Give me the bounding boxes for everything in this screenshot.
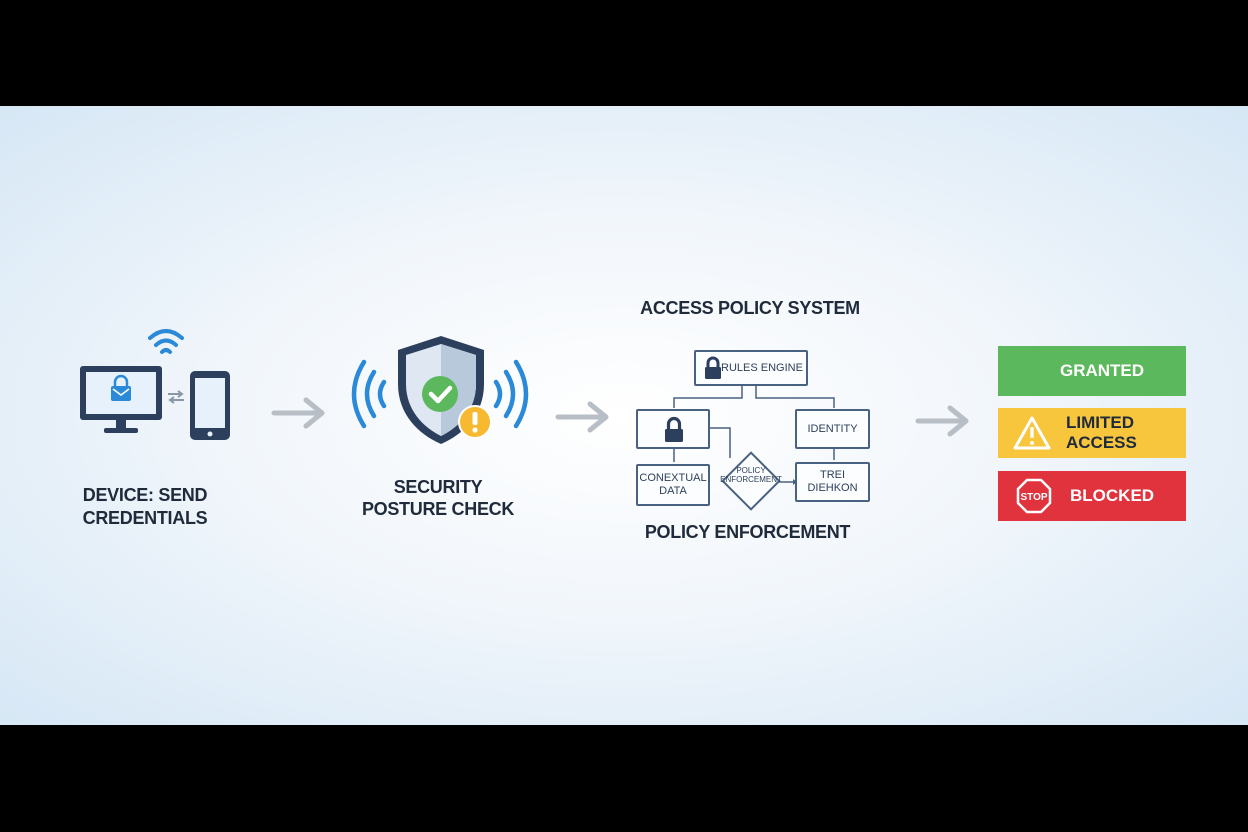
lock-icon [705, 356, 721, 379]
security-label-line1: SECURITY [393, 477, 483, 497]
blocked-label: BLOCKED [1070, 486, 1155, 505]
phone-icon [190, 371, 230, 440]
rules-engine-box: RULES ENGINE [694, 350, 808, 386]
rules-engine-label: RULES ENGINE [721, 361, 803, 374]
lock-icon [665, 416, 683, 442]
tre-box: TREI DIEHKON [795, 462, 870, 502]
system-title: ACCESS POLICY SYSTEM [640, 298, 860, 318]
warning-triangle-icon [1013, 416, 1051, 450]
granted-label: GRANTED [1059, 361, 1145, 380]
warning-icon [458, 405, 492, 439]
arrow-right-icon [271, 397, 325, 429]
policy-connectors [673, 386, 835, 485]
granted-status: GRANTED [998, 346, 1186, 396]
device-label-line2: CREDENTIALS [82, 508, 208, 528]
contextual-data-box: CONEXTUAL DATA [636, 464, 710, 506]
lock-box [636, 409, 710, 449]
contextual-line2: DATA [659, 485, 687, 497]
transfer-arrows-icon [168, 390, 184, 404]
monitor-icon [80, 366, 162, 433]
limited-access-label: LIMITED ACCESS [1066, 413, 1137, 452]
stop-sign-text: STOP [1020, 492, 1047, 503]
arrow-right-icon [555, 401, 609, 433]
signal-waves-left-icon [351, 359, 387, 429]
diamond-line2: ENFORCEMENT [720, 475, 782, 484]
limited-access-status: LIMITED ACCESS [998, 408, 1186, 458]
security-label: SECURITY POSTURE CHECK [358, 476, 518, 520]
blocked-status: STOP BLOCKED [998, 471, 1186, 521]
policy-enforcement-label: POLICY ENFORCEMENT [644, 522, 851, 542]
identity-label: IDENTITY [807, 422, 858, 435]
letterbox-bottom [0, 725, 1248, 832]
letterbox-top [0, 0, 1248, 106]
contextual-line1: CONEXTUAL [639, 472, 707, 484]
security-label-line2: POSTURE CHECK [361, 499, 515, 519]
tre-label: TREI DIEHKON [807, 469, 858, 494]
identity-box: IDENTITY [795, 409, 870, 449]
diamond-label: POLICY ENFORCEMENT [718, 466, 784, 484]
device-label: DEVICE: SEND CREDENTIALS [60, 484, 230, 530]
diagram-canvas: DEVICE: SEND CREDENTIALS SECURITY POSTUR… [0, 106, 1248, 725]
arrow-right-icon [915, 405, 969, 437]
diamond-line1: POLICY [736, 466, 766, 475]
signal-waves-right-icon [493, 359, 529, 429]
stop-sign-icon: STOP [1016, 478, 1052, 514]
device-label-line1: DEVICE: SEND [82, 485, 208, 505]
wifi-icon [148, 329, 184, 354]
